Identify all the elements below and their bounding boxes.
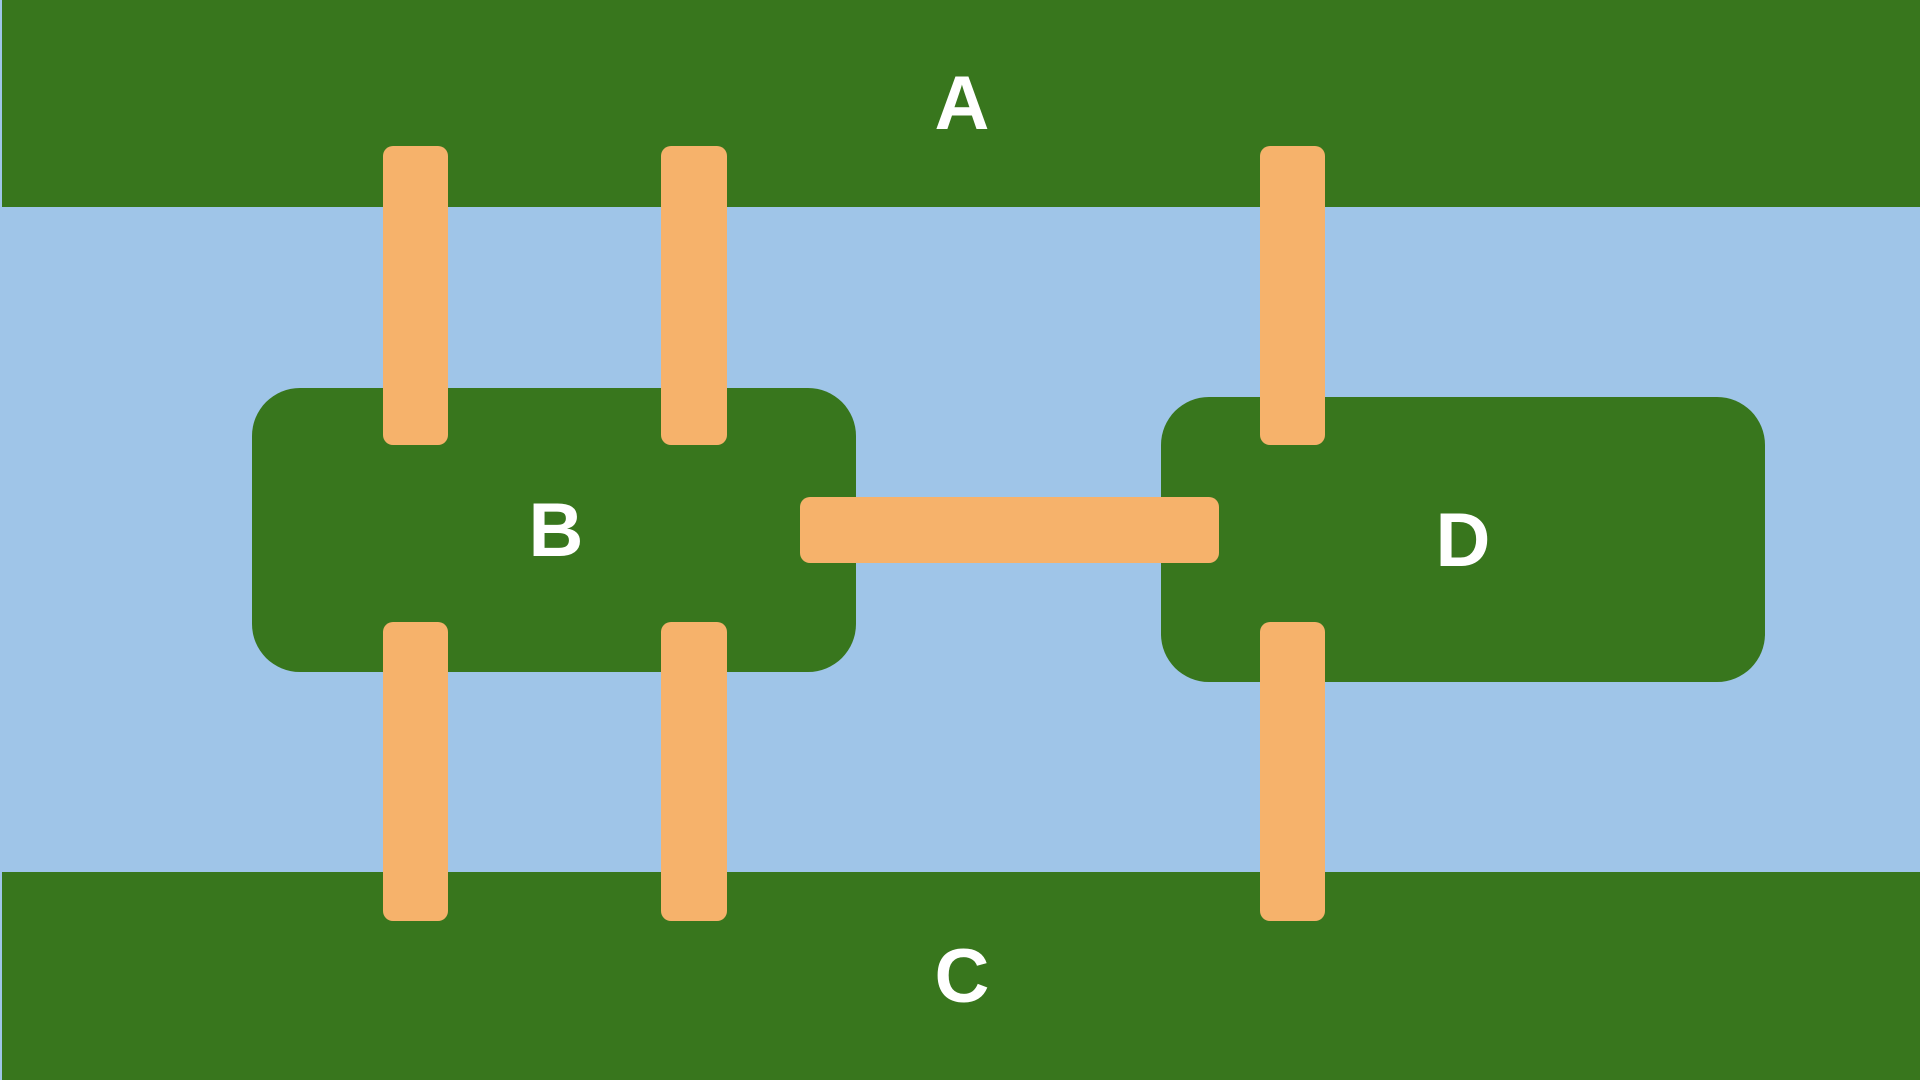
bridge-a-b-1 — [383, 146, 448, 445]
bridge-c-d — [1260, 622, 1325, 921]
bridge-b-c-1 — [383, 622, 448, 921]
landmass-c-label: C — [934, 934, 990, 1019]
bridge-b-d — [800, 497, 1219, 563]
bridge-b-c-2 — [661, 622, 727, 921]
landmass-b — [252, 388, 856, 672]
landmass-c — [2, 872, 1920, 1080]
landmass-b-label: B — [528, 488, 584, 573]
landmass-a-label: A — [934, 61, 990, 146]
landmass-a — [2, 0, 1920, 207]
landmass-d-label: D — [1435, 498, 1491, 583]
bridge-a-d — [1260, 146, 1325, 445]
bridge-a-b-2 — [661, 146, 727, 445]
